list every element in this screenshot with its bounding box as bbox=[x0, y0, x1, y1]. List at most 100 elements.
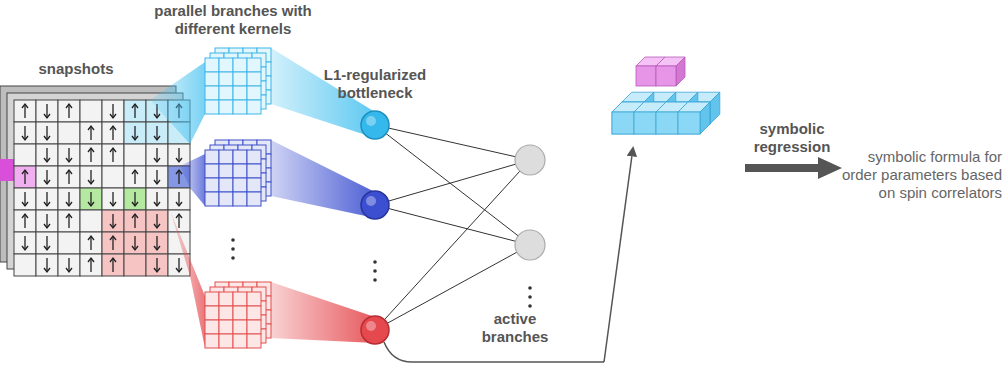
snapshot-layer bbox=[0, 86, 176, 262]
spin-arrow bbox=[112, 236, 113, 250]
cube-front bbox=[612, 112, 634, 134]
spin-arrow-head bbox=[176, 214, 182, 218]
lattice-cell bbox=[124, 144, 146, 166]
lattice-cell bbox=[36, 210, 58, 232]
hidden-neuron bbox=[515, 230, 545, 260]
lattice-cell bbox=[36, 188, 58, 210]
spin-arrow bbox=[68, 214, 69, 228]
spin-arrow bbox=[46, 126, 47, 140]
branch-label: active branches bbox=[481, 310, 550, 346]
lattice-cell bbox=[36, 100, 58, 122]
spin-arrow-head bbox=[88, 126, 94, 130]
spin-arrow bbox=[156, 214, 157, 228]
spin-arrow bbox=[112, 214, 113, 228]
kernel-cell bbox=[219, 334, 233, 348]
light-beam bbox=[170, 210, 205, 348]
spin-arrow-head bbox=[44, 136, 50, 140]
lattice-cell bbox=[124, 254, 146, 276]
spin-arrow bbox=[90, 126, 91, 140]
kernel-layer bbox=[205, 292, 261, 348]
spin-arrow-head bbox=[66, 104, 72, 108]
spin-arrow-head bbox=[176, 202, 182, 206]
spin-arrow-head bbox=[88, 202, 94, 206]
spin-arrow-head bbox=[44, 180, 50, 184]
kernel-cell bbox=[233, 150, 247, 164]
spin-arrow bbox=[156, 236, 157, 250]
network bbox=[361, 111, 545, 344]
spin-arrow-head bbox=[88, 236, 94, 240]
spin-arrow bbox=[156, 126, 157, 140]
input-label: snapshots bbox=[37, 60, 115, 78]
kernel-cell bbox=[233, 164, 247, 178]
spin-arrow bbox=[134, 214, 135, 228]
spin-arrow bbox=[178, 258, 179, 272]
neuron-highlight bbox=[366, 196, 376, 206]
lattice-cell bbox=[102, 188, 124, 210]
lattice-cell bbox=[124, 100, 146, 122]
lattice-cell bbox=[146, 254, 168, 276]
cube-side bbox=[700, 102, 710, 134]
spin-arrow-head bbox=[22, 170, 28, 174]
lattice-cell bbox=[102, 166, 124, 188]
spin-arrow-head bbox=[110, 224, 116, 228]
bottleneck-neuron bbox=[361, 111, 389, 139]
spin-arrow bbox=[178, 148, 179, 162]
lattice-cell bbox=[80, 166, 102, 188]
spin-arrow-head bbox=[176, 170, 182, 174]
kernel-cell bbox=[247, 100, 261, 114]
ellipsis-dot bbox=[373, 260, 377, 264]
spin-arrow-head bbox=[154, 114, 160, 118]
process-arrow bbox=[745, 157, 842, 179]
kernel-cell bbox=[205, 150, 219, 164]
kernel-stacks bbox=[205, 48, 271, 348]
spin-arrow-head bbox=[154, 158, 160, 162]
spin-arrow bbox=[90, 170, 91, 184]
spin-arrow-head bbox=[88, 148, 94, 152]
cube-front bbox=[634, 112, 656, 134]
kernel-cell bbox=[233, 178, 247, 192]
lattice-cell bbox=[124, 122, 146, 144]
spin-arrow bbox=[134, 104, 135, 118]
spin-arrow bbox=[112, 126, 113, 140]
kernel-cell bbox=[247, 72, 261, 86]
kernel-cell bbox=[233, 100, 247, 114]
light-beam bbox=[180, 154, 205, 206]
spin-arrow bbox=[134, 192, 135, 206]
cube-front bbox=[612, 112, 634, 134]
kernel-cell bbox=[219, 178, 233, 192]
spin-arrow bbox=[134, 170, 135, 184]
kernel-cell bbox=[233, 320, 247, 334]
spin-arrow bbox=[178, 170, 179, 184]
lattice-cell bbox=[58, 100, 80, 122]
kernel-layer bbox=[205, 150, 261, 206]
spin-arrow-head bbox=[154, 246, 160, 250]
selected-kernels bbox=[612, 57, 720, 134]
lattice-cell bbox=[14, 100, 36, 122]
spin-arrow-head bbox=[44, 224, 50, 228]
lattice-cell bbox=[58, 210, 80, 232]
lattice-cell bbox=[80, 188, 102, 210]
lattice-cell bbox=[14, 210, 36, 232]
lattice-cell bbox=[102, 144, 124, 166]
spin-arrow-head bbox=[22, 202, 28, 206]
kernel-cell bbox=[205, 320, 219, 334]
spin-arrow bbox=[68, 104, 69, 118]
kernel-cell bbox=[219, 150, 233, 164]
lattice-cell bbox=[80, 232, 102, 254]
spin-arrow bbox=[112, 192, 113, 206]
lattice-cell bbox=[80, 144, 102, 166]
lattice-cell bbox=[14, 188, 36, 210]
spin-arrow bbox=[24, 236, 25, 250]
kernel-cell bbox=[247, 306, 261, 320]
kernel-cell bbox=[205, 292, 219, 306]
spin-arrow-head bbox=[176, 158, 182, 162]
lattice-cell bbox=[102, 100, 124, 122]
spin-arrow bbox=[68, 192, 69, 206]
kernel-cell bbox=[205, 178, 219, 192]
lattice-cell bbox=[124, 188, 146, 210]
lattice-cell bbox=[146, 188, 168, 210]
kernel-cell bbox=[233, 86, 247, 100]
spin-arrow bbox=[46, 214, 47, 228]
bottleneck-neuron bbox=[361, 191, 389, 219]
